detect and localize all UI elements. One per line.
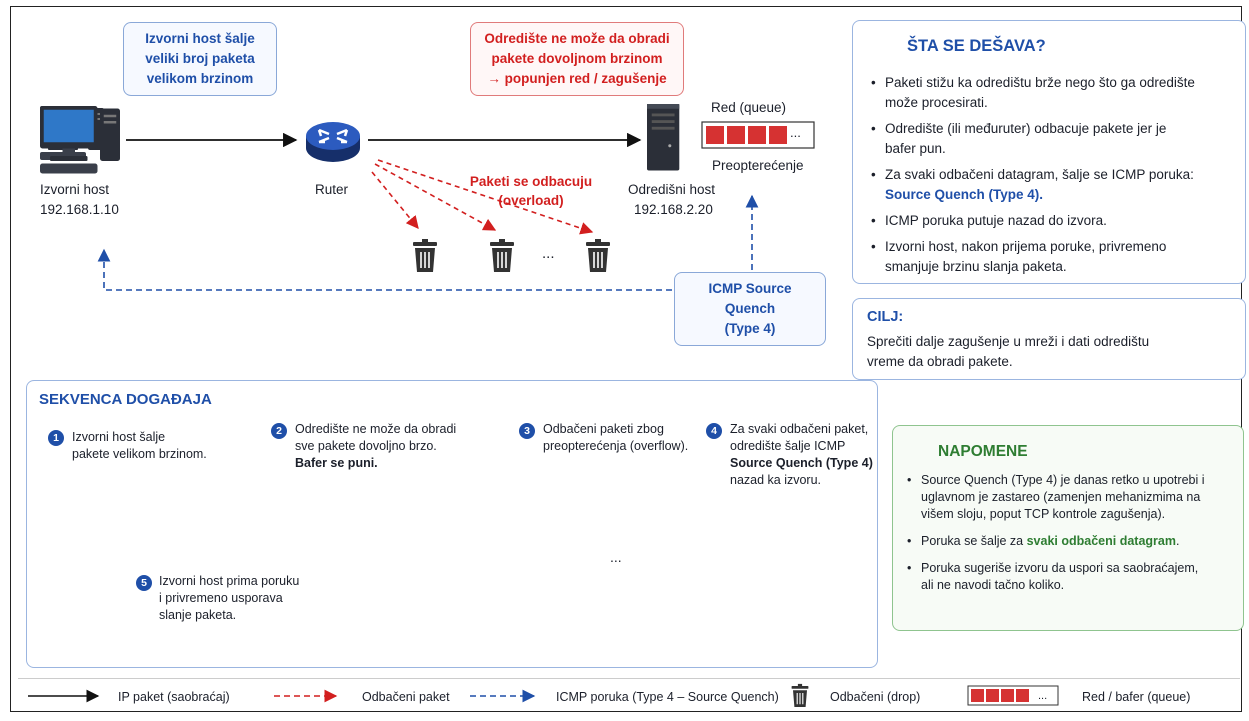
callout-source-line-1: Izvorni host šalje — [145, 31, 255, 46]
trash-icon-2 — [489, 238, 515, 273]
step-2-number: 2 — [271, 423, 287, 439]
source-host-ip: 192.168.1.10 — [40, 202, 119, 217]
notes-title: NAPOMENE — [938, 443, 1028, 460]
info-bullet-list: Paketi stižu ka odredištu brže nego što … — [871, 73, 1241, 283]
goal-line-2: vreme da obradi pakete. — [867, 354, 1013, 369]
info-bullet-4: ICMP poruka putuje nazad do izvora. — [871, 211, 1241, 231]
sequence-title: SEKVENCA DOGAĐAJA — [39, 391, 212, 408]
goal-title: CILJ: — [867, 309, 904, 325]
queue-label: Red (queue) — [711, 100, 787, 115]
dropped-label-line-1: Paketi se odbacuju — [469, 174, 593, 189]
trash-icon-1 — [412, 238, 438, 273]
queue-icon — [701, 121, 815, 149]
dest-host-ip: 192.168.2.20 — [634, 202, 713, 217]
step-3-number: 3 — [519, 423, 535, 439]
info-bullet-3: Za svaki odbačeni datagram, šalje se ICM… — [871, 165, 1241, 205]
drop-arrow-2 — [374, 163, 497, 231]
router-name: Ruter — [315, 182, 349, 197]
legend-ip-label: IP paket (saobraćaj) — [118, 690, 230, 704]
drop-arrow-3 — [377, 159, 594, 235]
notes-bullet-list: Source Quench (Type 4) je danas retko u … — [907, 472, 1241, 600]
dest-server-icon — [647, 104, 680, 171]
callout-dest-line-3: → popunjen red / zagušenje — [487, 71, 667, 86]
legend-bar — [18, 678, 1240, 714]
info-bullet-1: Paketi stižu ka odredištu brže nego što … — [871, 73, 1241, 113]
legend-dropped-label: Odbačeni paket — [362, 690, 450, 704]
legend-icmp-label: ICMP poruka (Type 4 – Source Quench) — [556, 690, 779, 704]
info-panel-title: ŠTA SE DEŠAVA? — [907, 37, 1046, 55]
step-4-text: Za svaki odbačeni paket,odredište šalje … — [730, 422, 873, 487]
notes-bullet-2: Poruka se šalje za svaki odbačeni datagr… — [907, 533, 1241, 550]
callout-source-line-2: veliki broj paketa — [145, 51, 255, 66]
overload-label: Preopterećenje — [712, 158, 804, 173]
icmp-arrow-back — [97, 248, 672, 291]
info-panel: ŠTA SE DEŠAVA? Paketi stižu ka odredištu… — [852, 20, 1246, 284]
legend-queue-dots: ... — [1038, 690, 1048, 702]
dropped-label: Paketi se odbacuju (overload) — [466, 172, 596, 210]
queue-dots: ... — [790, 125, 801, 140]
notes-bullet-1: Source Quench (Type 4) je danas retko u … — [907, 472, 1241, 523]
legend-queue-icon — [967, 685, 1059, 706]
dest-host-name: Odredišni host — [628, 182, 716, 197]
icmp-box-line-2: (Type 4) — [724, 321, 776, 336]
callout-dest-congestion: Odredište ne može da obradi pakete dovol… — [470, 22, 684, 96]
trash-icon-3 — [585, 238, 611, 273]
callout-dest-line-1: Odredište ne može da obradi — [484, 31, 670, 46]
goal-line-1: Sprečiti dalje zagušenje u mreži i dati … — [867, 334, 1150, 349]
legend-queue-label: Red / bafer (queue) — [1082, 690, 1191, 704]
source-host-name: Izvorni host — [40, 182, 110, 197]
dropped-label-line-2: (overload) — [498, 193, 564, 208]
drop-arrow-1 — [371, 171, 419, 229]
callout-source-line-3: velikom brzinom — [146, 71, 254, 86]
notes-panel: NAPOMENE Source Quench (Type 4) je danas… — [892, 425, 1244, 631]
goal-panel: CILJ: Sprečiti dalje zagušenje u mreži i… — [852, 298, 1246, 380]
source-host-computer-icon-large — [40, 106, 120, 174]
notes-bullet-3: Poruka sugeriše izvoru da uspori sa saob… — [907, 560, 1241, 594]
sequence-panel: SEKVENCA DOGAĐAJA — [26, 380, 878, 668]
step-1-number: 1 — [48, 430, 64, 446]
info-bullet-2: Odredište (ili međuruter) odbacuje paket… — [871, 119, 1241, 159]
router-icon — [304, 120, 362, 164]
goal-text: Sprečiti dalje zagušenje u mreži i dati … — [867, 332, 1149, 372]
icmp-source-quench-box: ICMP Source Quench (Type 4) — [674, 272, 826, 346]
callout-dest-line-2: pakete dovoljnom brzinom — [491, 51, 663, 66]
icmp-box-line-1: ICMP Source Quench — [708, 281, 792, 316]
callout-source-sends: Izvorni host šalje veliki broj paketa ve… — [123, 22, 277, 96]
step-5-number: 5 — [136, 575, 152, 591]
seq-trash-dots: ... — [610, 549, 622, 565]
info-bullet-5: Izvorni host, nakon prijema poruke, priv… — [871, 237, 1241, 277]
trash-dots: ... — [542, 245, 555, 262]
step-4-number: 4 — [706, 423, 722, 439]
legend-drop-label: Odbačeni (drop) — [830, 690, 921, 704]
